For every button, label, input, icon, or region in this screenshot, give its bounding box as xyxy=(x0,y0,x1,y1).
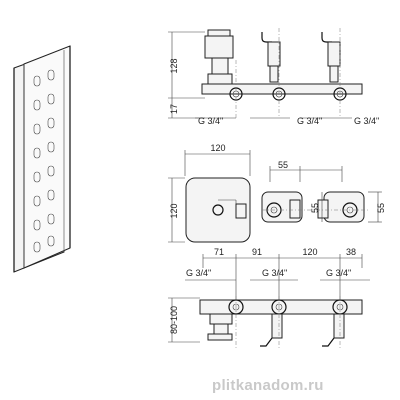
dim-spacing-71: 71 xyxy=(214,247,224,257)
dim-vertical-right-55: 55 xyxy=(376,203,386,213)
bottom-thread-label-2: G 3/4" xyxy=(262,268,287,278)
thread-label-2: G 3/4" xyxy=(297,116,322,126)
dim-plate-height: 120 xyxy=(169,203,179,218)
watermark: plitkanadom.ru xyxy=(212,377,324,394)
dim-depth-range: 80-100 xyxy=(169,306,179,334)
bottom-thread-label-3: G 3/4" xyxy=(326,268,351,278)
thread-label-3: G 3/4" xyxy=(354,116,379,126)
dim-plate-width: 120 xyxy=(210,143,225,153)
top-view: 128 17 G 3/4" G 3/4" G 3/4" xyxy=(168,28,379,126)
bottom-thread-label-1: G 3/4" xyxy=(186,268,211,278)
dim-height-128: 128 xyxy=(169,58,179,73)
dim-vertical-inner-55: 55 xyxy=(310,203,320,213)
dim-spacing-91: 91 xyxy=(252,247,262,257)
dim-height-17: 17 xyxy=(169,104,179,114)
mounting-rail xyxy=(13,45,71,273)
dim-spacing-38: 38 xyxy=(346,247,356,257)
dim-spacing-120: 120 xyxy=(302,247,317,257)
dim-spacing-55: 55 xyxy=(278,160,288,170)
bottom-view: 71 91 120 38 G 3/4" G 3/4" G 3/4" 80-100 xyxy=(168,247,370,350)
thread-label-1: G 3/4" xyxy=(198,116,223,126)
middle-view: 120 120 55 55 55 xyxy=(168,143,386,243)
wall-plate xyxy=(185,177,251,243)
